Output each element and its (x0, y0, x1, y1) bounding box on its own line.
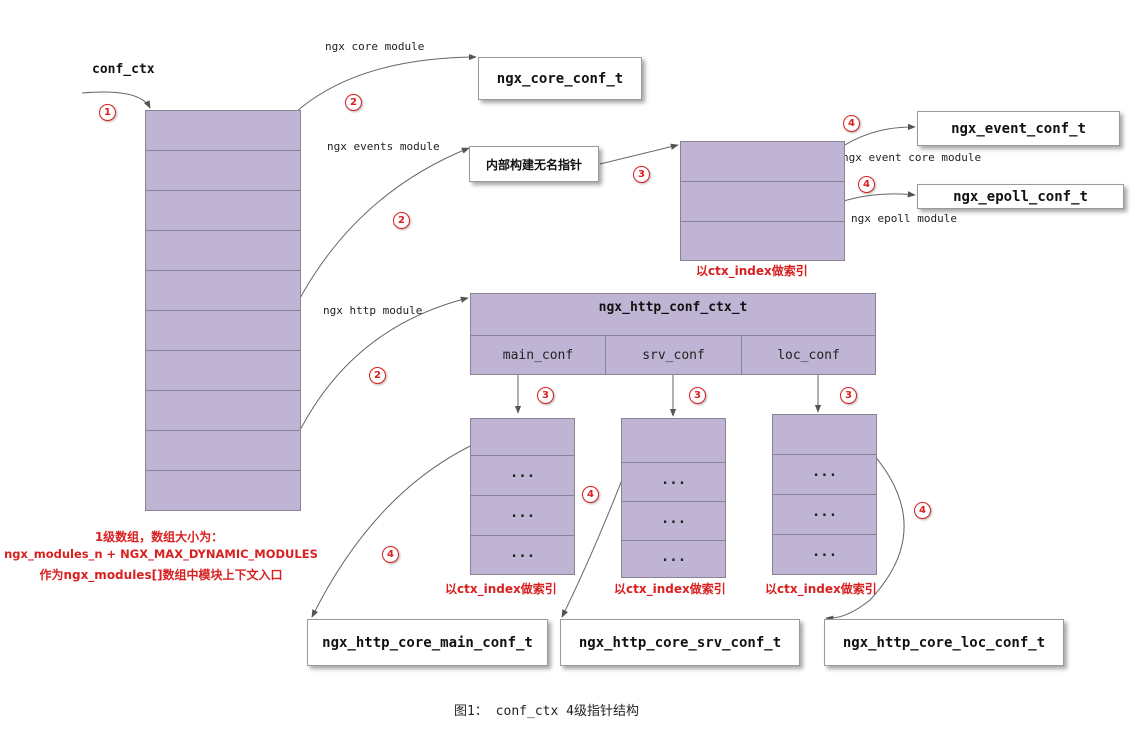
http-conf-ctx (470, 293, 876, 336)
srv-conf-label: srv_conf (642, 347, 705, 363)
srv-conf-cell (621, 418, 726, 463)
main-conf-dots: ... (509, 505, 536, 521)
step-marker-3: 3 (633, 166, 650, 183)
conf-ctx-label: conf_ctx (92, 62, 155, 77)
box-ngx-epoll-conf: ngx_epoll_conf_t (917, 184, 1124, 209)
array-note-line2: ngx_modules_n + NGX_MAX_DYNAMIC_MODULES (4, 547, 318, 561)
main-conf-cell (470, 535, 575, 575)
srv-conf-dots: ... (660, 511, 687, 527)
arrow-conf-ctx-entry (81, 91, 151, 109)
main-conf-dots: ... (509, 545, 536, 561)
arrow-anon-to-events (599, 143, 679, 165)
box-ngx-http-core-main-conf: ngx_http_core_main_conf_t (307, 619, 548, 666)
main-conf-cell (470, 418, 575, 456)
loc-conf-cell (772, 454, 877, 495)
label-ngx-http-module: ngx http module (323, 304, 423, 317)
box-ngx-core-conf: ngx_core_conf_t (478, 57, 642, 100)
loc-index-note: 以ctx_index做索引 (765, 582, 877, 596)
step-marker-4: 4 (582, 486, 599, 503)
step-marker-2: 2 (369, 367, 386, 384)
array-cell (145, 110, 301, 151)
srv-conf-dots: ... (660, 549, 687, 565)
loc-conf-dots: ... (811, 504, 838, 520)
loc-conf-dots: ... (811, 544, 838, 560)
arrow-to-http-loc (825, 434, 905, 622)
loc-conf-dots: ... (811, 464, 838, 480)
step-marker-4: 4 (858, 176, 875, 193)
main-conf-label: main_conf (502, 347, 574, 363)
array-cell (145, 150, 301, 191)
main-conf-dots: ... (509, 465, 536, 481)
array-cell (145, 470, 301, 511)
srv-conf-cell (621, 540, 726, 578)
step-marker-4: 4 (382, 546, 399, 563)
box-ngx-http-core-srv-conf: ngx_http_core_srv_conf_t (560, 619, 800, 666)
step-marker-4: 4 (914, 502, 931, 519)
arrow-to-core-conf (277, 53, 477, 131)
http-conf-ctx-title: ngx_http_conf_ctx_t (598, 299, 748, 315)
box-anon-pointer: 内部构建无名指针 (469, 146, 599, 182)
main-index-note: 以ctx_index做索引 (445, 582, 557, 596)
http-main-conf-cell (470, 335, 606, 375)
loc-conf-label: loc_conf (777, 347, 840, 363)
array-cell (145, 270, 301, 311)
array-cell (145, 230, 301, 271)
loc-conf-cell (772, 494, 877, 535)
label-ngx-core-module: ngx core module (325, 40, 425, 53)
array-note-line1: 1级数组，数组大小为： (94, 530, 224, 544)
step-marker-1: 1 (99, 104, 116, 121)
array-note-line3: 作为ngx_modules[]数组中模块上下文入口 (39, 568, 283, 582)
label-ngx-event-core-module: ngx event core module (842, 151, 982, 164)
array-cell (145, 390, 301, 431)
events-index-note: 以ctx_index做索引 (696, 264, 808, 278)
step-marker-2: 2 (393, 212, 410, 229)
http-loc-conf-cell (741, 335, 876, 375)
loc-conf-cell (772, 534, 877, 575)
step-marker-3: 3 (537, 387, 554, 404)
arrow-to-http-main (311, 434, 496, 618)
srv-index-note: 以ctx_index做索引 (614, 582, 726, 596)
array-cell (145, 190, 301, 231)
label-ngx-epoll-module: ngx epoll module (851, 212, 957, 225)
box-ngx-event-conf: ngx_event_conf_t (917, 111, 1120, 146)
http-srv-conf-cell (605, 335, 742, 375)
arrow-to-http-ctx (286, 296, 469, 459)
array-cell (145, 430, 301, 471)
step-marker-4: 4 (843, 115, 860, 132)
events-cell (680, 141, 845, 182)
box-ngx-http-core-loc-conf: ngx_http_core_loc_conf_t (824, 619, 1064, 666)
step-marker-3: 3 (840, 387, 857, 404)
array-cell (145, 350, 301, 391)
array-cell (145, 310, 301, 351)
loc-conf-cell (772, 414, 877, 455)
label-ngx-events-module: ngx events module (327, 140, 440, 153)
events-cell (680, 181, 845, 222)
srv-conf-dots: ... (660, 472, 687, 488)
srv-conf-cell (621, 501, 726, 541)
step-marker-3: 3 (689, 387, 706, 404)
figure-caption: 图1： conf_ctx 4级指针结构 (454, 704, 639, 719)
events-cell (680, 221, 845, 261)
step-marker-2: 2 (345, 94, 362, 111)
